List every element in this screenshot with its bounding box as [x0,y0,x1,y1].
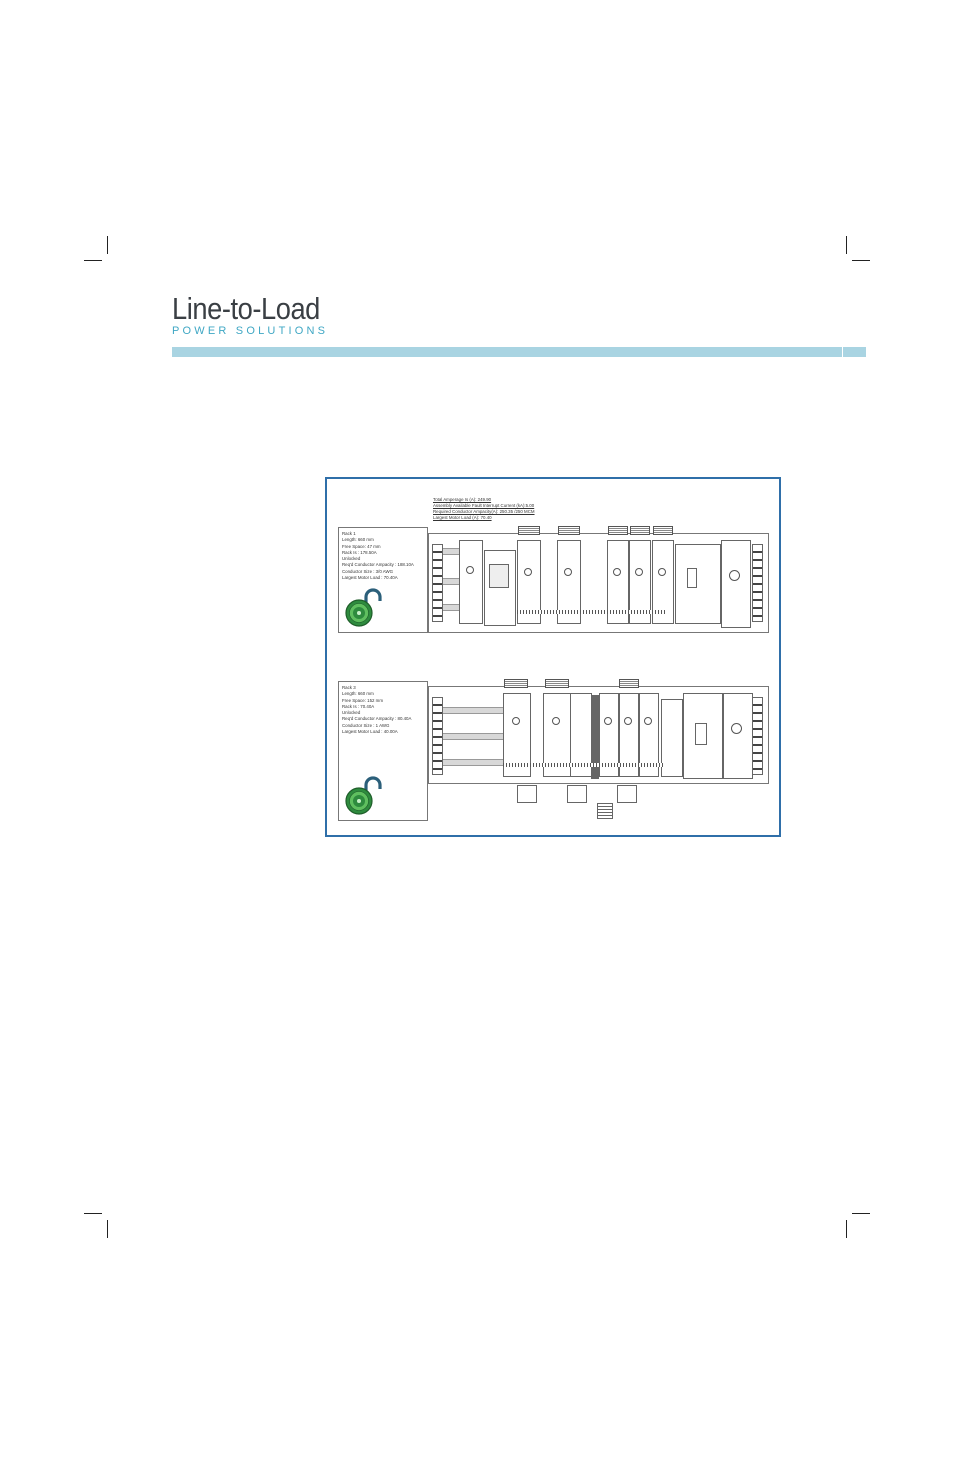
crop-mark [84,260,102,261]
rotary-handle-icon [604,717,612,725]
overload-relay [617,785,637,803]
rack-3-layout [428,679,769,819]
rotary-handle-icon [644,717,652,725]
connector-block [518,526,540,535]
rack-info-line: Unlocked [342,556,361,562]
motor-starter [459,540,483,624]
motor-starter [639,693,659,777]
crop-mark [107,236,108,254]
header-band [172,347,866,357]
crop-mark [107,1220,108,1238]
connector-block [653,526,673,535]
rack-info-line: Req'd Conductor Ampacity : 80.40A [342,716,412,722]
crop-mark [846,236,847,254]
rack-info-line: Rack 3 [342,685,356,690]
end-stop [752,544,763,622]
motor-starter [652,540,674,624]
motor-starter [599,693,619,777]
connector-block [630,526,650,535]
motor-starter [629,540,651,624]
contactor-window [687,568,697,588]
unlocked-padlock-icon[interactable] [344,588,382,628]
summary-line: Largest Motor Load (A): 70.40 [433,515,492,520]
rotary-handle-icon [613,568,621,576]
rack-info-line: Free Space: 47 mm [342,543,381,549]
rack-info-line: Rack Is : 70.40A [342,703,375,709]
contactor [675,544,721,624]
terminal-strip [597,803,613,819]
connector-block [558,526,580,535]
summary-line: Total Amperage Is (A): 249.90 [433,497,492,502]
connector-block [545,679,569,688]
rack-layout-figure: Total Amperage Is (A): 249.90 Assembly A… [325,477,781,837]
rack-info-line: Rack 1 [342,531,356,536]
rack-info-line: Conductor Size : 1 AWG [342,722,390,728]
rotary-handle-icon [564,568,572,576]
rotary-handle-icon [552,717,560,725]
rack-info-line: Length: 660 mm [342,691,374,697]
rotary-handle-icon [624,717,632,725]
rack-info-line: Largest Motor Load : 70.40A [342,575,398,581]
connector-block [504,679,528,688]
logo-tagline: POWER SOLUTIONS [172,325,329,337]
end-stop [752,697,763,775]
connector-block [608,526,628,535]
overload-relay [517,785,537,803]
connector-block [619,679,639,688]
terminal-module [591,695,599,779]
terminal-row [517,610,667,614]
din-rail [443,759,503,766]
main-disconnect [721,540,751,628]
assembly-summary: Total Amperage Is (A): 249.90 Assembly A… [433,497,535,521]
crop-mark [852,260,870,261]
rack-info-line: Unlocked [342,710,361,716]
contactor [661,699,683,777]
rack-info-line: Length: 660 mm [342,537,374,543]
rack-info-box: Rack 3 Length: 660 mm Free Space: 152 mm… [338,681,428,821]
rotary-handle-icon [466,566,474,574]
unlocked-padlock-icon[interactable] [344,776,382,816]
company-logo: Line-to-Load POWER SOLUTIONS [172,291,340,338]
disconnect-handle-icon [731,723,742,734]
overload-relay [567,785,587,803]
header-band-divider [842,347,843,357]
crop-mark [84,1213,102,1214]
rack-info-line: Free Space: 152 mm [342,697,383,703]
main-disconnect [723,693,753,779]
rack-info-line: Req'd Conductor Ampacity : 188.10A [342,562,414,568]
crop-mark [846,1220,847,1238]
rotary-handle-icon [512,717,520,725]
rack-1-layout [428,526,769,633]
rack-info-line: Largest Motor Load : 40.00A [342,729,398,735]
rotary-handle-icon [658,568,666,576]
motor-starter [607,540,629,624]
end-stop [432,544,443,622]
rack-info-line: Conductor Size : 3/0 AWG [342,568,394,574]
din-rail [443,707,503,714]
terminal-row [503,763,663,767]
crop-mark [852,1213,870,1214]
rack-info-line: Rack Is : 178.50A [342,549,377,555]
end-stop [432,697,443,775]
rotary-handle-icon [524,568,532,576]
drive-keypad [489,564,509,588]
summary-line: Assembly Available Fault Interrupt Curre… [433,503,535,508]
din-rail [443,733,503,740]
drive-unit [484,550,516,626]
summary-line: Required Conductor Ampacity(A): 250.35 /… [433,509,535,514]
logo-wordmark: Line-to-Load [172,291,320,326]
rotary-handle-icon [635,568,643,576]
disconnect-handle-icon [729,570,740,581]
contactor-window [695,723,707,745]
rack-info-box: Rack 1 Length: 660 mm Free Space: 47 mm … [338,527,428,633]
motor-starter [619,693,639,777]
